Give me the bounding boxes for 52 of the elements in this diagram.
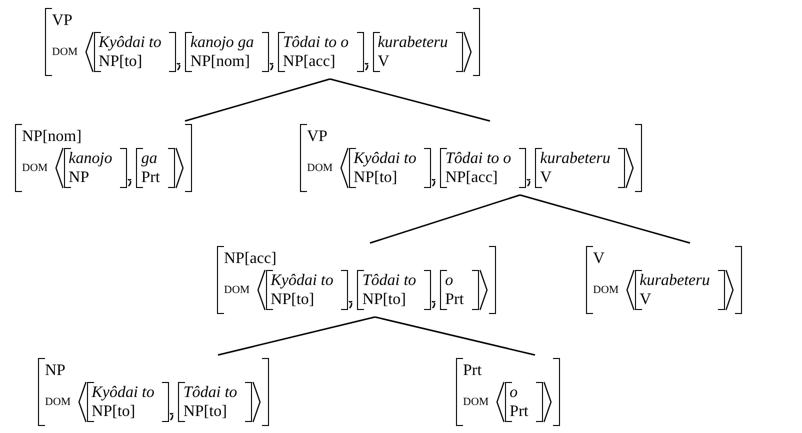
category-label: V — [593, 249, 605, 269]
category-label: NP — [68, 168, 90, 187]
category-label: NP[to] — [354, 168, 398, 187]
phonology-text: Kyôdai to — [354, 149, 416, 168]
category-label: V — [540, 168, 552, 187]
tree-branch-line — [218, 316, 376, 356]
feature-name: DOM — [463, 396, 489, 408]
tree-branch-line — [330, 78, 490, 122]
phonology-text: kanojo ga — [190, 33, 254, 52]
phonology-text: Kyôdai to — [98, 33, 162, 52]
phonology-text: kanojo — [68, 149, 112, 168]
phonology-text: kurabeteru — [540, 149, 610, 168]
feature-name: DOM — [45, 396, 71, 408]
category-label: VP — [307, 127, 328, 147]
category-label: V — [378, 52, 390, 71]
feature-name: DOM — [52, 46, 78, 58]
phonology-text: ga — [141, 149, 158, 168]
tree-branch-line — [184, 78, 330, 122]
category-label: NP[acc] — [445, 168, 498, 187]
phonology-text: Kyôdai to — [270, 271, 334, 290]
category-label: NP[nom] — [22, 127, 82, 147]
category-label: VP — [52, 11, 72, 31]
category-label: NP[to] — [98, 52, 142, 71]
category-label: NP[to] — [183, 402, 227, 421]
phonology-text: Kyôdai to — [92, 383, 154, 402]
phonology-text: kurabeteru — [640, 271, 710, 290]
category-label: Prt — [510, 402, 528, 421]
category-label: NP[to] — [270, 290, 314, 309]
phonology-text: Tôdai to o — [445, 149, 512, 168]
phonology-text: Tôdai to — [362, 271, 416, 290]
feature-name: DOM — [224, 284, 250, 296]
feature-name: DOM — [22, 162, 48, 174]
tree-branch-line — [520, 194, 690, 244]
phonology-text: o — [510, 383, 518, 402]
category-label: V — [640, 290, 652, 309]
category-label: NP[acc] — [282, 52, 336, 71]
category-label: Prt — [141, 168, 160, 187]
category-label: NP[to] — [92, 402, 136, 421]
category-label: NP[acc] — [224, 249, 276, 269]
phonology-text: kurabeteru — [378, 33, 448, 52]
phonology-text: Tôdai to o — [282, 33, 349, 52]
feature-name: DOM — [593, 284, 619, 296]
category-label: NP[to] — [362, 290, 406, 309]
tree-branch-line — [374, 316, 536, 356]
category-label: NP[nom] — [190, 52, 250, 71]
phonology-text: o — [445, 271, 454, 290]
phonology-text: Tôdai to — [183, 383, 238, 402]
category-label: NP — [45, 361, 66, 381]
category-label: Prt — [463, 361, 482, 381]
tree-branch-line — [370, 194, 520, 244]
category-label: Prt — [445, 290, 464, 309]
feature-name: DOM — [307, 162, 333, 174]
